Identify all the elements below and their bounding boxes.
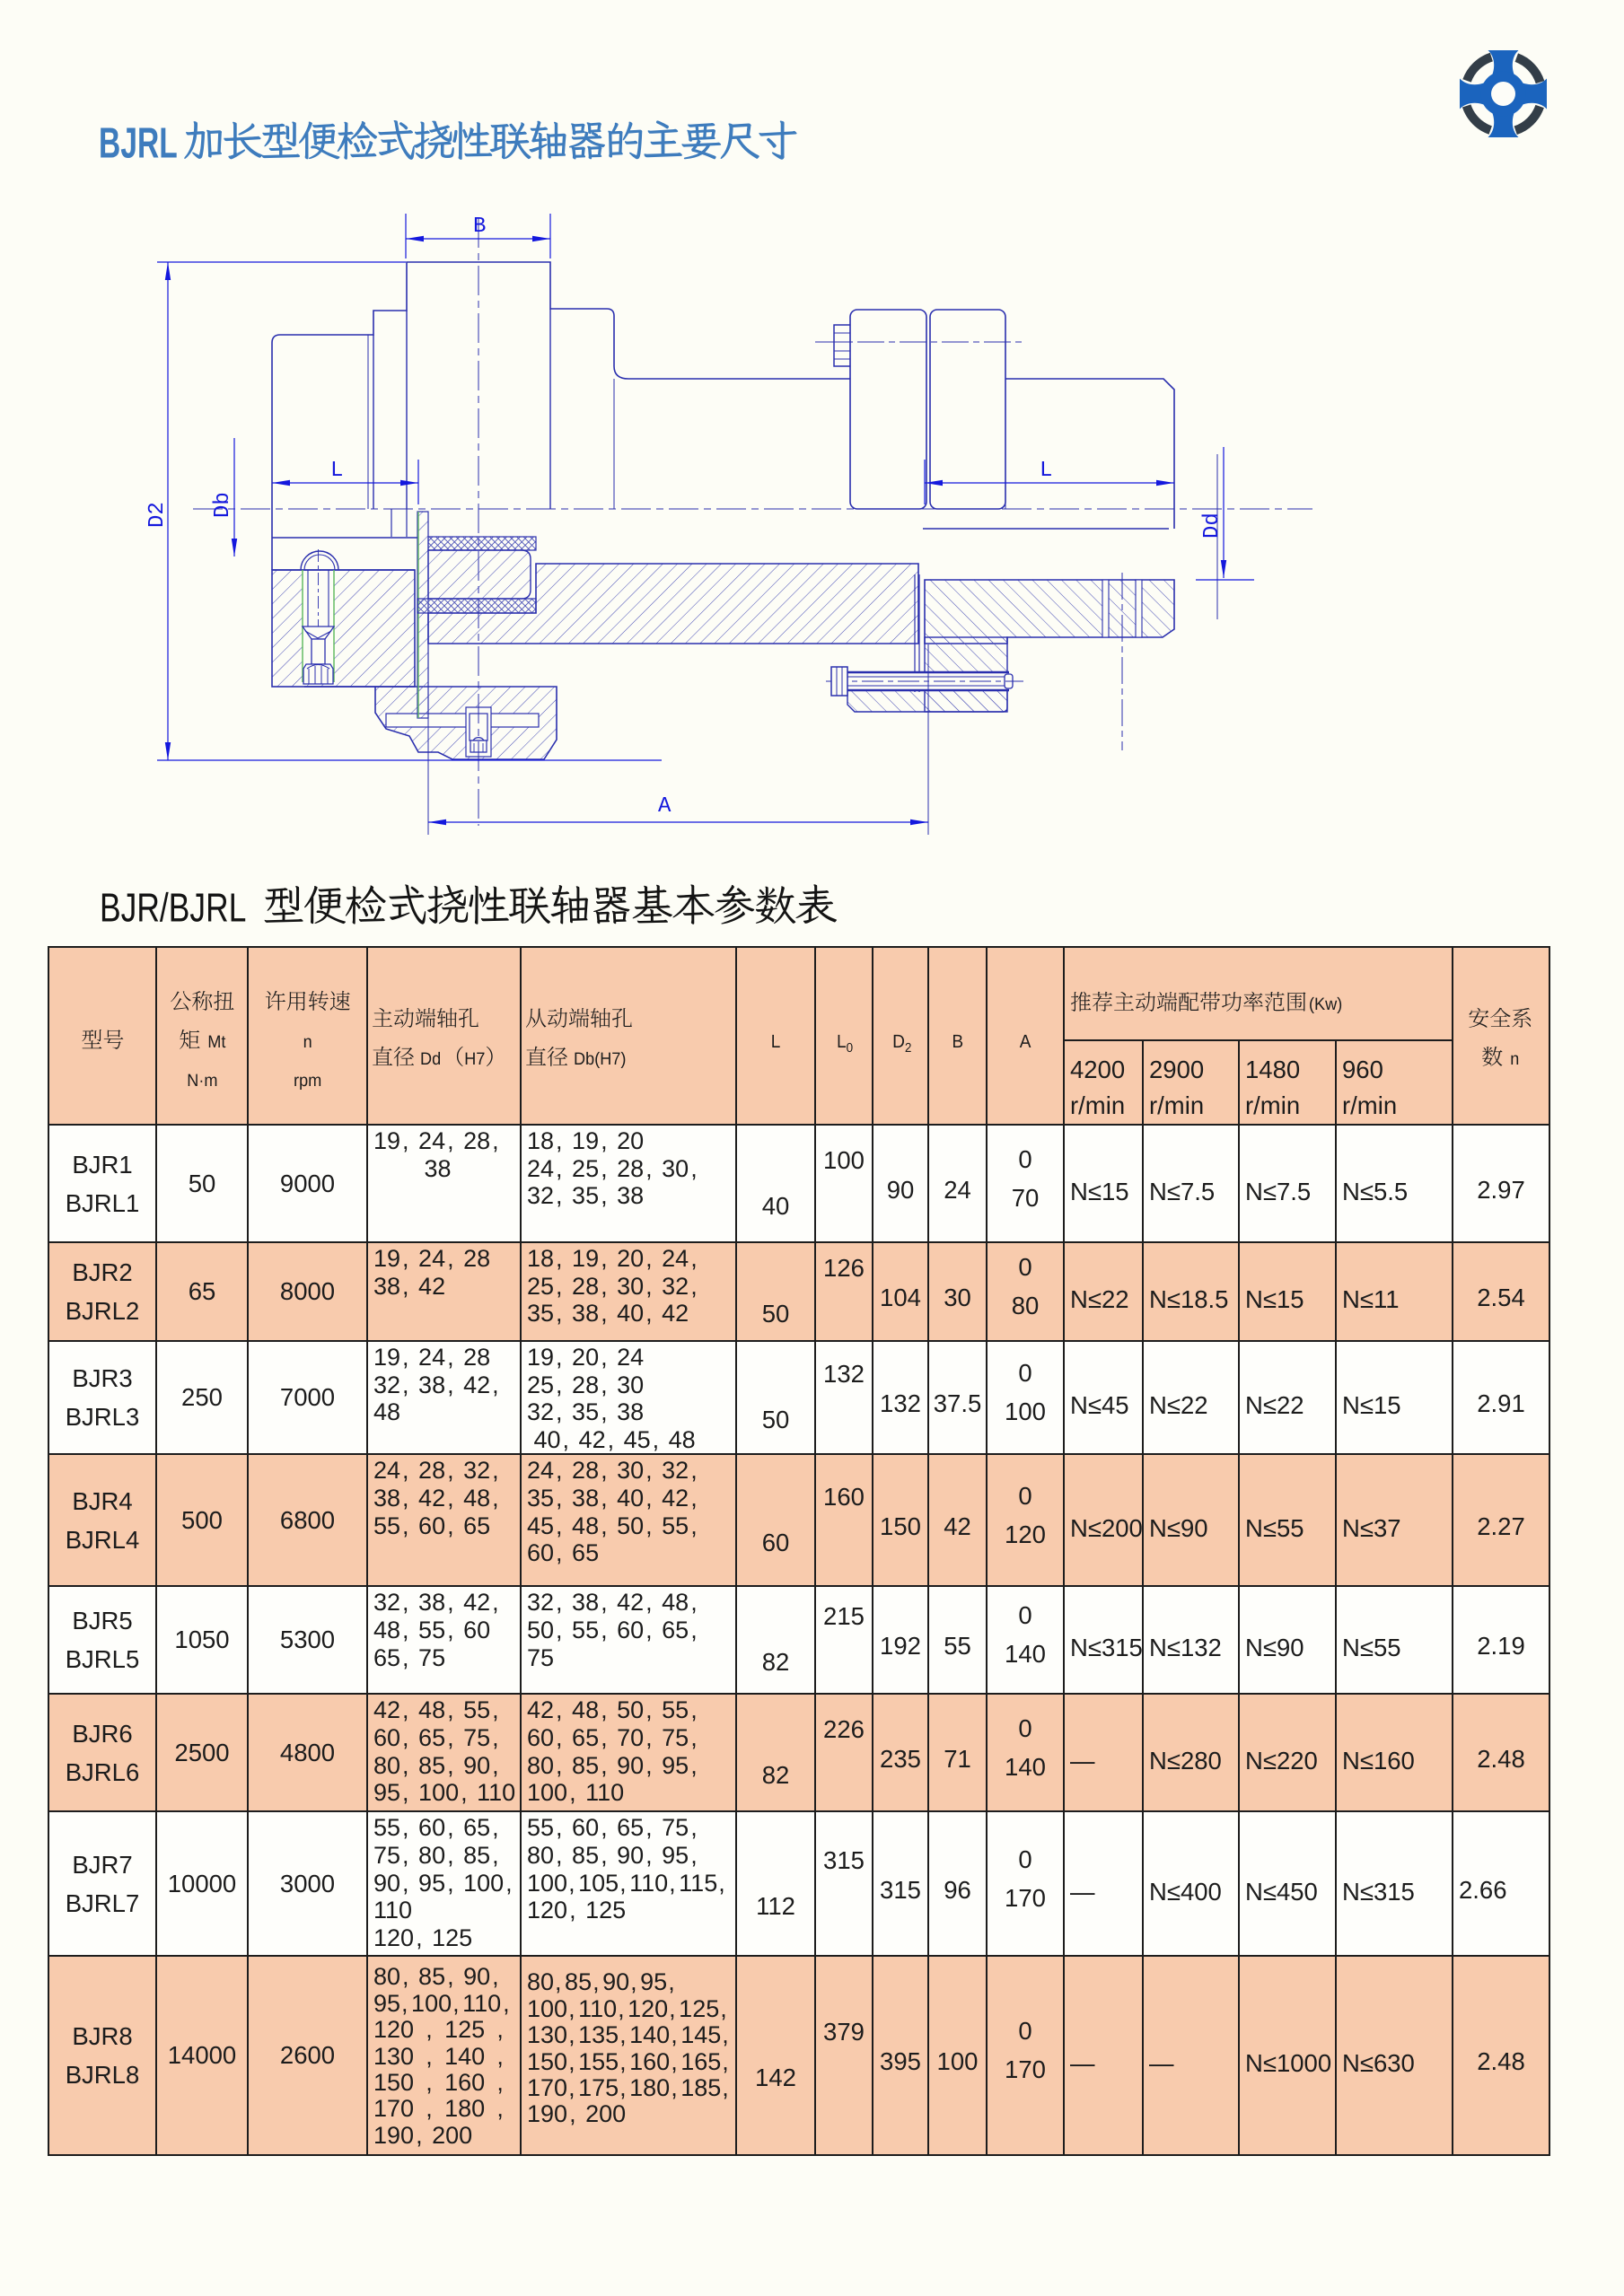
svg-text:A: A xyxy=(658,794,672,819)
svg-text:B: B xyxy=(473,215,486,239)
svg-text:Dd: Dd xyxy=(1200,513,1225,539)
svg-text:Db: Db xyxy=(211,492,235,518)
svg-text:L: L xyxy=(330,459,343,483)
svg-text:L: L xyxy=(1040,459,1052,483)
svg-text:D2: D2 xyxy=(145,502,170,528)
